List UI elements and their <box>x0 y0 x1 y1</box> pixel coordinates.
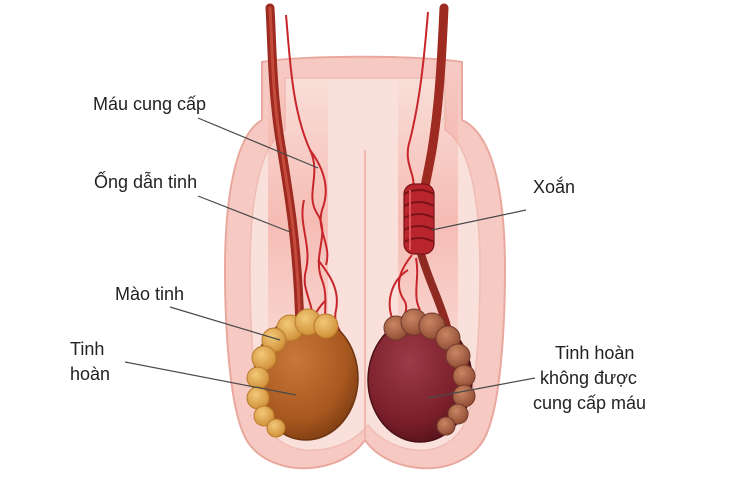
torsion-coil-ring <box>403 225 435 231</box>
torsion-coil-ring <box>403 189 435 195</box>
left-artery-main <box>285 14 331 341</box>
left-artery-branch-1 <box>309 149 329 266</box>
left-epididymis-lobe <box>313 313 339 339</box>
leader-testis <box>124 361 297 396</box>
label-blood-supply: Máu cung cấp <box>93 94 206 114</box>
right-epididymis-lobe <box>452 364 476 388</box>
left-epididymis-lobe <box>266 418 286 438</box>
leader-lines <box>124 117 536 399</box>
right-artery-upper <box>406 11 429 191</box>
leader-no-blood <box>427 377 536 399</box>
torsion-coil-ring <box>403 237 435 243</box>
left-testis-group <box>246 308 359 441</box>
leader-blood-supply <box>197 117 319 169</box>
left-artery-branch-2 <box>301 199 314 326</box>
left-epididymis-lobe <box>253 405 275 427</box>
label-testis-line2: hoàn <box>70 364 110 384</box>
leader-epididymis <box>169 306 281 341</box>
label-vas-deferens: Ống dẫn tinh <box>94 171 197 192</box>
label-no-blood-line2: không được <box>540 368 637 388</box>
leader-vas-deferens <box>197 195 291 233</box>
leader-twist <box>431 209 527 231</box>
torsion-coil <box>403 183 435 255</box>
right-epididymis-lobe <box>445 343 471 369</box>
right-testis-group <box>367 308 476 443</box>
label-no-blood-line3: cung cấp máu <box>533 393 646 413</box>
right-arteries <box>388 11 429 339</box>
left-epididymis <box>246 308 339 438</box>
right-epididymis <box>383 308 476 436</box>
right-artery-lower-3 <box>388 269 409 319</box>
right-epididymis-lobe <box>447 403 469 425</box>
left-epididymis-lobe <box>251 345 277 371</box>
left-vas-deferens-highlight <box>268 6 302 332</box>
torsion-coil-ring <box>403 213 435 219</box>
torsion-coil-body <box>403 183 435 255</box>
right-epididymis-lobe <box>436 416 456 436</box>
labels: Máu cung cấp Ống dẫn tinh Mào tinh Tinh … <box>70 94 646 413</box>
label-no-blood-line1: Tinh hoàn <box>555 343 634 363</box>
label-testis-line1: Tinh <box>70 339 104 359</box>
label-twist: Xoắn <box>533 176 575 197</box>
label-epididymis: Mào tinh <box>115 284 184 304</box>
torsion-coil-ring <box>403 201 435 207</box>
right-artery-lower-2 <box>415 257 421 311</box>
